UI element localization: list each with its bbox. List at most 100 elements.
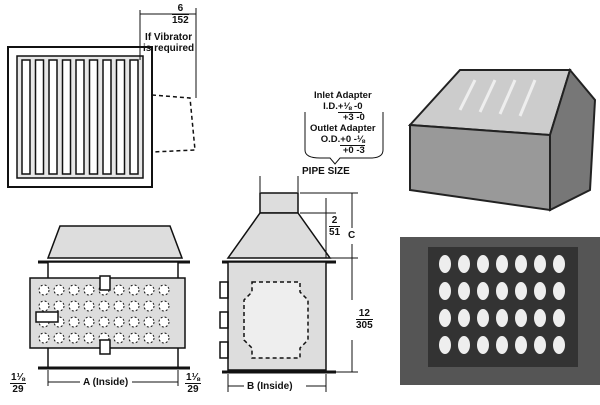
- grate-hole: [68, 284, 80, 296]
- grate-hole: [53, 284, 65, 296]
- product-photo-bottom: [400, 237, 600, 385]
- tube-magnet: [477, 336, 489, 354]
- tube-magnet: [553, 336, 565, 354]
- tube-magnet: [439, 309, 451, 327]
- right-flange-metric: 29: [187, 384, 199, 395]
- grate-hole: [158, 316, 170, 328]
- grate-hole: [38, 300, 50, 312]
- left-flange-imperial: 1⅛: [10, 372, 26, 384]
- vibrator-note-line1: If Vibrator: [145, 32, 193, 43]
- tube-magnet: [534, 255, 546, 273]
- tube-magnet: [477, 282, 489, 300]
- tube-magnet: [496, 282, 508, 300]
- grate-hole: [128, 332, 140, 344]
- grate-hole: [143, 332, 155, 344]
- grate-bar: [34, 59, 45, 175]
- grate-bar: [88, 59, 99, 175]
- grate-bar: [102, 59, 112, 175]
- dim-imperial: 6: [172, 3, 189, 15]
- grate-hole: [143, 316, 155, 328]
- outlet-metric: +0 -3: [342, 145, 365, 156]
- tube-magnet: [458, 336, 470, 354]
- tube-magnet: [477, 309, 489, 327]
- grate-hole: [113, 332, 125, 344]
- grate-hole: [128, 284, 140, 296]
- grate-bar: [61, 59, 72, 175]
- outlet-od-label: O.D.: [320, 134, 341, 145]
- tube-magnet: [553, 255, 565, 273]
- grate-hole: [158, 284, 170, 296]
- grate-bar: [129, 59, 139, 175]
- tube-magnet: [515, 255, 527, 273]
- grate-hole: [98, 316, 110, 328]
- grate-hole: [158, 332, 170, 344]
- tube-magnet: [515, 336, 527, 354]
- grate-hole: [68, 332, 80, 344]
- grate-hole: [128, 316, 140, 328]
- grate-hole: [113, 316, 125, 328]
- grate-hole: [83, 284, 95, 296]
- dim-2-metric: 51: [329, 227, 341, 238]
- grate-hole: [143, 284, 155, 296]
- tube-magnet: [515, 282, 527, 300]
- tube-magnet: [458, 282, 470, 300]
- grate-bar: [115, 59, 126, 175]
- grate-hole: [53, 332, 65, 344]
- vibrator-note-line2: is required: [143, 43, 195, 54]
- a-inside-label: A (Inside): [83, 377, 129, 388]
- front-view: [29, 225, 190, 386]
- top-view-grate: [7, 46, 153, 188]
- inlet-metric: +3 -0: [342, 112, 365, 123]
- grate-bar: [21, 59, 31, 175]
- tube-magnet: [439, 336, 451, 354]
- left-flange-metric: 29: [12, 384, 24, 395]
- tube-magnet: [477, 255, 489, 273]
- grate-bar: [75, 59, 85, 175]
- tube-magnet: [534, 282, 546, 300]
- adapter-brace: [304, 112, 384, 165]
- dim-12-imperial: 12: [356, 308, 373, 320]
- dim-12-metric: 305: [356, 320, 373, 331]
- grate-hole: [113, 300, 125, 312]
- grate-bar: [48, 59, 58, 175]
- tube-magnet: [553, 309, 565, 327]
- tube-magnet: [439, 255, 451, 273]
- product-photo-top: [400, 40, 600, 230]
- outlet-imperial: +0 -⅛: [340, 134, 365, 146]
- outlet-title: Outlet Adapter: [310, 123, 376, 134]
- dim-metric: 152: [172, 15, 189, 26]
- adapter-note: Inlet Adapter I.D.+⅛ -0 +3 -0 Outlet Ada…: [310, 90, 376, 156]
- grate-hole: [38, 332, 50, 344]
- tube-magnet: [439, 282, 451, 300]
- grate-hole: [38, 284, 50, 296]
- vibrator-note: If Vibrator is required: [143, 32, 194, 54]
- tube-magnet: [496, 255, 508, 273]
- dim-2-imperial: 2: [329, 215, 341, 227]
- grate-hole: [83, 332, 95, 344]
- side-view: [219, 176, 358, 392]
- pipe-size-label: PIPE SIZE: [302, 166, 350, 177]
- dim-c-label: C: [348, 230, 356, 241]
- grate-hole: [113, 284, 125, 296]
- tube-magnet: [496, 309, 508, 327]
- inlet-title: Inlet Adapter: [313, 90, 372, 101]
- right-flange-imperial: 1⅛: [185, 372, 201, 384]
- tube-magnet: [534, 336, 546, 354]
- tube-magnet: [553, 282, 565, 300]
- inlet-id-label: I.D.: [323, 101, 338, 112]
- tube-magnet: [458, 309, 470, 327]
- tube-magnet: [458, 255, 470, 273]
- vibrator-outline: [151, 94, 196, 153]
- grate-hole: [53, 300, 65, 312]
- tube-magnet: [515, 309, 527, 327]
- inlet-imperial: +⅛ -0: [337, 101, 363, 113]
- grate-hole: [128, 300, 140, 312]
- grate-hole: [158, 300, 170, 312]
